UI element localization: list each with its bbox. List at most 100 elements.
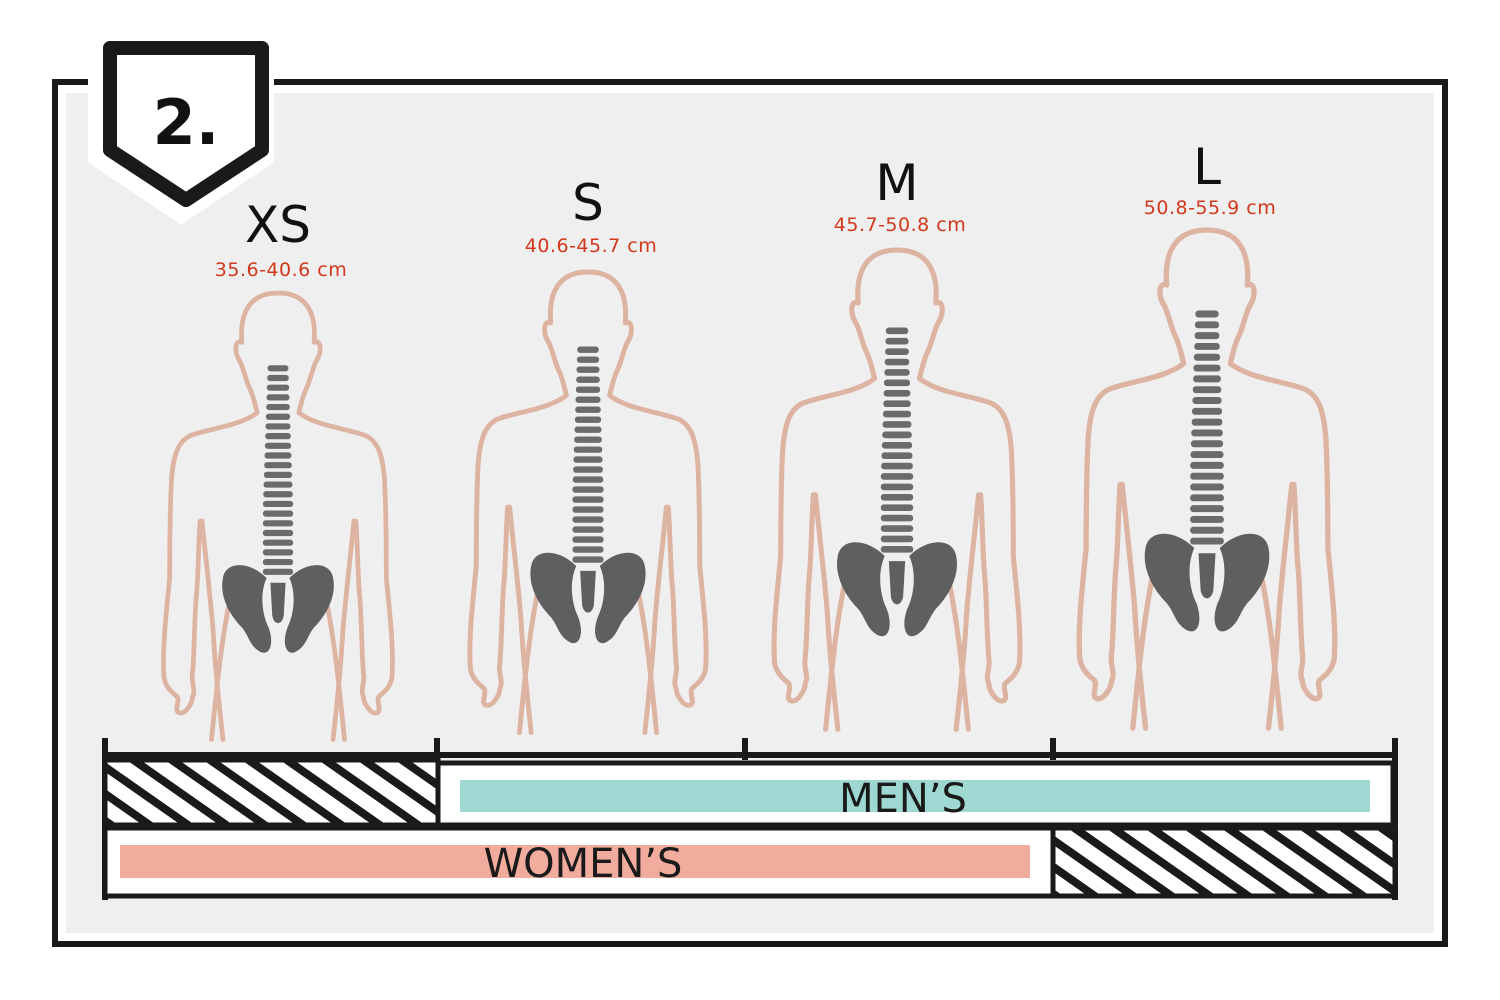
vertebra [880, 525, 914, 532]
vertebra [1190, 472, 1224, 480]
vertebra [572, 496, 604, 503]
figure-xs [161, 290, 395, 742]
vertebra [573, 466, 603, 473]
vertebra [1190, 515, 1224, 523]
vertebra [266, 384, 290, 391]
vertebra [262, 520, 294, 527]
vertebra [574, 426, 602, 433]
vertebra [572, 476, 604, 483]
vertebra [1192, 407, 1222, 415]
vertebra [265, 433, 291, 440]
vertebra [266, 394, 290, 401]
size-range-s: 40.6-45.7 cm [525, 235, 657, 257]
vertebra [880, 546, 914, 553]
vertebra [1190, 483, 1224, 491]
vertebra [573, 446, 603, 453]
pelvis-left [530, 552, 581, 644]
vertebra [262, 568, 294, 575]
vertebra [1190, 461, 1224, 469]
vertebra [574, 436, 602, 443]
pelvis [1144, 533, 1270, 632]
womens-unavailable-hatch [1050, 825, 1398, 899]
vertebra [1190, 505, 1224, 513]
vertebra [572, 486, 604, 493]
size-range-m: 45.7-50.8 cm [834, 214, 966, 236]
vertebra [262, 529, 294, 537]
vertebra [883, 400, 911, 407]
pelvis-right [284, 565, 334, 653]
vertebra [880, 504, 914, 512]
vertebra [572, 506, 604, 513]
vertebra [1192, 386, 1222, 394]
vertebra [1190, 537, 1224, 545]
vertebra [1193, 375, 1221, 383]
vertebra [572, 556, 604, 563]
vertebra [572, 536, 604, 543]
figures [161, 227, 1338, 742]
pelvis-left [1144, 533, 1200, 632]
vertebra [881, 441, 913, 449]
vertebra [576, 356, 600, 363]
figure-l [1076, 227, 1338, 731]
vertebra [884, 369, 910, 376]
sacrum [1198, 553, 1216, 599]
vertebra [880, 483, 914, 491]
vertebra [264, 442, 292, 449]
size-label-m: M [875, 154, 918, 212]
vertebra [880, 514, 914, 522]
vertebra [266, 403, 290, 411]
vertebra [263, 491, 293, 498]
womens-bar [120, 845, 1030, 878]
vertebra [267, 365, 289, 372]
vertebra [574, 416, 602, 423]
vertebra [1194, 332, 1220, 340]
vertebra [575, 386, 601, 393]
pelvis [222, 565, 334, 653]
pelvis-left [837, 542, 890, 637]
size-label-l: L [1193, 138, 1221, 196]
vertebra [885, 337, 909, 345]
vertebra [264, 462, 292, 469]
vertebra [1195, 310, 1219, 318]
vertebra [882, 431, 912, 439]
mens-unavailable-hatch [102, 757, 441, 828]
pelvis-right [1214, 533, 1270, 632]
vertebra [1190, 494, 1224, 502]
vertebra [1191, 429, 1223, 437]
vertebra [264, 452, 292, 459]
vertebra [263, 471, 293, 478]
vertebra [881, 462, 913, 470]
vertebra [1192, 397, 1222, 404]
sacrum [270, 582, 286, 624]
body-outline [1076, 227, 1338, 731]
vertebra [263, 481, 293, 488]
vertebra [572, 516, 604, 523]
spine [880, 327, 914, 553]
mens-label: MEN’S [839, 776, 967, 822]
womens-row: WOMEN’S [102, 825, 1398, 899]
mens-bar [460, 780, 1370, 812]
vertebra [576, 376, 600, 383]
step-number: 2. [153, 86, 220, 159]
step-badge: 2. [88, 36, 274, 225]
body-outline [161, 290, 395, 742]
vertebra [1194, 342, 1220, 350]
size-range-xs: 35.6-40.6 cm [215, 259, 347, 281]
vertebra [1191, 418, 1223, 426]
sacrum [888, 561, 906, 605]
vertebra [882, 421, 912, 428]
vertebra [262, 510, 294, 517]
vertebra [262, 559, 294, 566]
spine [1190, 310, 1224, 545]
body-outline [771, 247, 1023, 732]
vertebra [1194, 321, 1220, 329]
pelvis [837, 542, 957, 637]
figure-s [467, 269, 709, 736]
sacrum [580, 570, 596, 613]
spine [262, 365, 294, 575]
spine [572, 346, 604, 563]
vertebra [575, 406, 601, 413]
vertebra [880, 535, 914, 543]
